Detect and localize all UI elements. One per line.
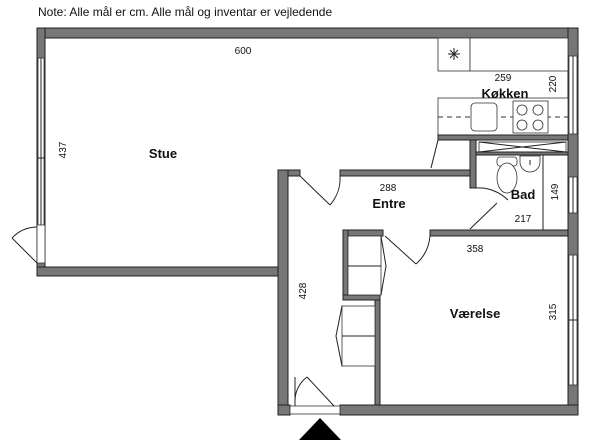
window-vaerelse (568, 254, 578, 386)
vaerelse-width: 358 (467, 244, 484, 255)
bath-cabinet (478, 141, 567, 153)
stue-depth: 437 (58, 141, 69, 158)
door-stue[interactable] (299, 175, 341, 206)
door-entrance[interactable] (289, 376, 341, 415)
fridge-cabinet (437, 37, 569, 72)
entre-depth: 428 (298, 282, 309, 299)
plan-note: Note: Alle mål er cm. Alle mål og invent… (38, 5, 333, 19)
door-kitchen-leaf (430, 139, 439, 169)
wardrobe-lower (335, 305, 376, 367)
bad-depth: 149 (550, 183, 561, 200)
wall-bottom (339, 404, 579, 416)
door-bad[interactable] (469, 187, 509, 230)
entrance-arrow-icon (299, 418, 341, 440)
wall-bad-left (469, 139, 477, 189)
wall-closet-bottom (342, 294, 381, 301)
sink-icon (470, 102, 498, 132)
extractor-icon (448, 48, 460, 60)
wall-top (36, 27, 579, 39)
room-label-kokken: Køkken (482, 86, 529, 101)
room-label-entre: Entre (372, 196, 405, 211)
wall-kitchen-bottom (437, 134, 569, 141)
entre-width: 288 (380, 183, 397, 194)
kitchen-counter (437, 97, 569, 136)
wall-closet (342, 229, 349, 301)
wall-vaerelse-top-a (342, 229, 384, 237)
room-label-stue: Stue (149, 146, 177, 161)
wall-stue-bottom (36, 266, 288, 277)
door-terrace[interactable] (11, 224, 46, 264)
washbasin-icon (519, 155, 541, 173)
wall-bottom-left (277, 404, 291, 416)
window-kitchen (568, 55, 578, 135)
stue-width: 600 (235, 46, 252, 57)
room-label-vaerelse: Værelse (450, 306, 501, 321)
toilet-icon (496, 156, 518, 194)
kokken-width: 259 (495, 73, 512, 84)
kokken-depth: 220 (548, 75, 559, 92)
wall-vaerelse-top-b (429, 229, 569, 237)
bad-width: 217 (515, 214, 532, 225)
vaerelse-depth: 315 (548, 303, 559, 320)
room-label-bad: Bad (511, 187, 536, 202)
window-bad (568, 176, 578, 214)
door-vaerelse[interactable] (384, 235, 431, 265)
wall-bad-top (475, 151, 569, 156)
wall-entre-left (277, 169, 289, 416)
wall-vaerelse-left (374, 299, 381, 406)
wall-entre-top-b (339, 169, 477, 177)
wardrobe-upper (347, 235, 387, 296)
wall-entre-top-a (287, 169, 301, 177)
